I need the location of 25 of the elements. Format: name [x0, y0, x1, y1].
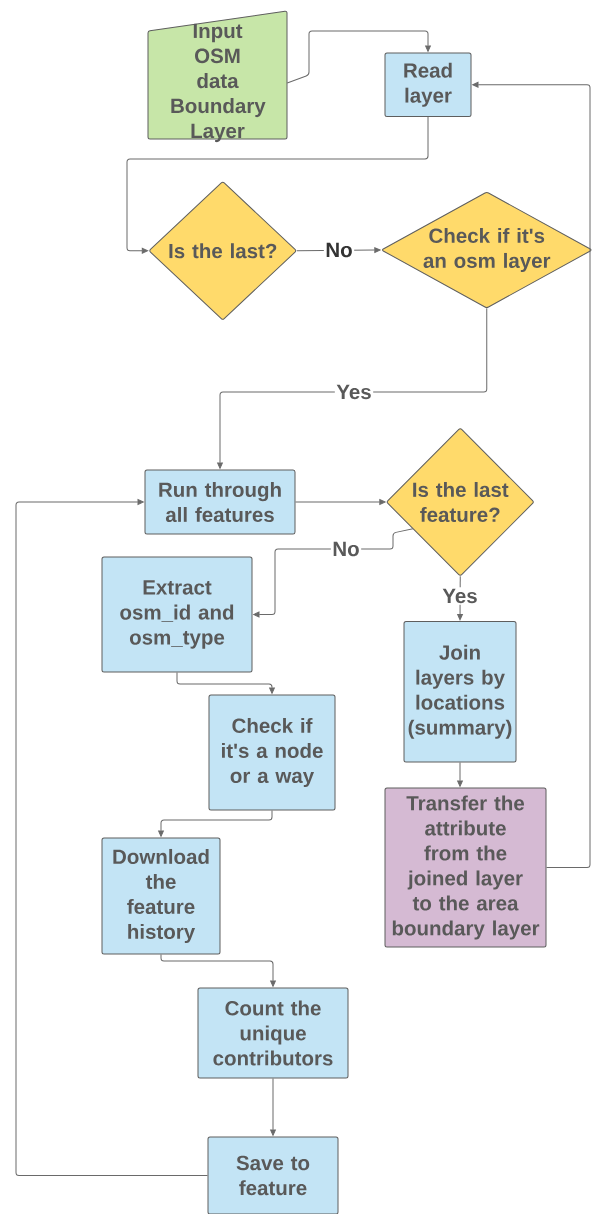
input-box: Input OSM data Boundary Layer [147, 10, 288, 143]
process-box: Download the feature history [101, 837, 221, 955]
arrow [286, 30, 431, 84]
arrow [217, 307, 488, 469]
process-box: Transfer the attribute from the joined layer to the area boundary layer [384, 787, 547, 948]
process-box: Extract osm_id and osm_type [101, 556, 253, 673]
process-box: Check if it's a node or a way [208, 694, 336, 811]
edge-label: No [323, 241, 355, 259]
arrow [126, 116, 429, 254]
process-box: Save to feature [207, 1136, 339, 1214]
arrow [457, 762, 463, 787]
arrow [158, 810, 273, 837]
process-box: Read layer [384, 52, 472, 117]
process-box: Run through all features [144, 469, 296, 535]
arrow [15, 499, 208, 1176]
arrow [295, 499, 386, 505]
arrow [472, 81, 591, 868]
arrow [176, 672, 275, 694]
edge-label: No [330, 540, 362, 558]
arrow [270, 1078, 276, 1136]
edge-label: Yes [334, 383, 374, 401]
arrow [253, 528, 414, 618]
process-box: Count the unique contributors [197, 987, 349, 1079]
process-box: Join layers by locations (summary) [403, 621, 517, 763]
edge-label: Yes [440, 587, 480, 605]
